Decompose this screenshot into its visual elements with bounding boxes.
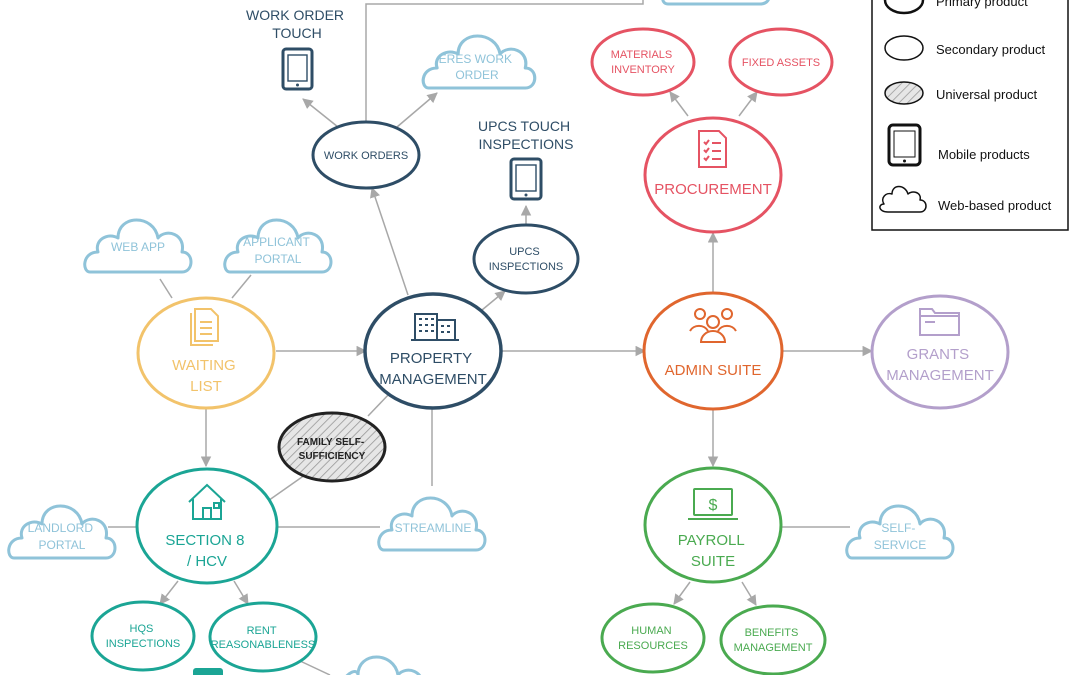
- legend-secondary-label: Secondary product: [936, 42, 1046, 57]
- secondary-product-fixed-assets[interactable]: FIXED ASSETS: [728, 27, 834, 97]
- connector-payroll-to-benefits: [741, 581, 757, 606]
- payroll-suite-label: PAYROLL SUITE: [678, 532, 749, 570]
- secondary-product-hqs-inspections[interactable]: HQS INSPECTIONS: [90, 600, 196, 672]
- cloud-icon: [421, 34, 537, 90]
- connector-property-to-upcs: [481, 290, 506, 311]
- cloud-icon: [223, 218, 333, 274]
- mobile-product-work-order-touch[interactable]: WORK ORDER TOUCH: [246, 7, 348, 91]
- connector-rent-to-bottom: [297, 659, 331, 675]
- admin-suite-label: ADMIN SUITE: [665, 362, 762, 379]
- connector-property-to-fss: [367, 392, 391, 417]
- primary-product-procurement[interactable]: PROCUREMENT: [643, 116, 783, 234]
- secondary-product-human-resources[interactable]: HUMAN RESOURCES: [600, 602, 706, 674]
- connector-payroll-to-hr: [673, 581, 691, 605]
- web-product-landlord-portal[interactable]: [7, 504, 117, 560]
- primary-product-grants-management[interactable]: GRANTS MANAGEMENT: [870, 294, 1010, 410]
- cloud-icon: [845, 504, 955, 560]
- mobile-product-upcs-touch-inspections[interactable]: UPCS TOUCH INSPECTIONS: [478, 118, 574, 201]
- connector-section8-to-hqs: [159, 580, 179, 605]
- document-icon: [190, 308, 219, 346]
- secondary-product-materials-inventory[interactable]: MATERIALS INVENTORY: [590, 27, 696, 97]
- secondary-product-work-orders[interactable]: WORK ORDERS: [311, 120, 421, 190]
- people-icon: [689, 308, 737, 343]
- upcs-inspections-label: UPCS INSPECTIONS: [489, 246, 564, 273]
- legend-primary-label: Primary product: [936, 0, 1028, 9]
- upcs-touch-inspections-label: UPCS TOUCH INSPECTIONS: [478, 118, 574, 152]
- web-app-label: WEB APP: [111, 240, 165, 254]
- legend-universal-symbol: [884, 81, 924, 105]
- connectors: [108, 0, 874, 675]
- legend-web-label: Web-based product: [938, 198, 1052, 213]
- connector-section8-to-rent: [233, 580, 249, 605]
- property-management-label: PROPERTY MANAGEMENT: [379, 350, 487, 388]
- work-order-touch-label: WORK ORDER TOUCH: [246, 7, 348, 41]
- materials-inventory-label: MATERIALS INVENTORY: [611, 49, 676, 76]
- legend-web-symbol: [879, 185, 927, 213]
- rent-reasonableness-label: RENT REASONABLENESS: [211, 625, 316, 651]
- applicant-portal-label: APPLICANT PORTAL: [243, 235, 313, 266]
- fixed-assets-label: FIXED ASSETS: [742, 57, 820, 69]
- connector-procurement-to-materials: [669, 91, 689, 117]
- web-product-self-service[interactable]: [845, 504, 955, 560]
- mobile-product-bottom-partial: [193, 668, 223, 675]
- primary-product-section8[interactable]: SECTION 8 / HCV: [135, 467, 279, 585]
- self-service-label: SELF- SERVICE: [874, 521, 926, 552]
- laptop-dollar-icon: $: [688, 488, 738, 520]
- svg-text:$: $: [709, 497, 718, 514]
- web-product-applicant-portal[interactable]: [223, 218, 333, 274]
- cloud-icon: [345, 655, 421, 675]
- landlord-portal-label: LANDLORD PORTAL: [28, 521, 97, 552]
- legend-primary-symbol: [883, 0, 925, 15]
- connector-waiting-to-applicant: [231, 274, 252, 299]
- legend-universal-label: Universal product: [936, 87, 1038, 102]
- web-product-bottom-partial: [345, 655, 421, 675]
- tablet-icon: [509, 157, 543, 201]
- connector-waiting-to-webapp: [159, 278, 173, 299]
- procurement-label: PROCUREMENT: [654, 181, 772, 198]
- folder-icon: [919, 308, 960, 336]
- web-product-web-app[interactable]: [83, 218, 193, 274]
- legend-mobile-label: Mobile products: [938, 147, 1030, 162]
- house-icon: [188, 483, 226, 520]
- connector-workorders-to-touch: [302, 98, 339, 128]
- web-product-top-partial: [661, 0, 770, 6]
- legend-secondary-symbol: [884, 35, 924, 61]
- hqs-inspections-label: HQS INSPECTIONS: [106, 623, 181, 650]
- building-icon: [411, 313, 459, 341]
- work-orders-label: WORK ORDERS: [324, 150, 408, 162]
- tablet-icon: [281, 47, 314, 91]
- benefits-management-label: BENEFITS MANAGEMENT: [734, 627, 813, 654]
- universal-product-family-self-sufficiency[interactable]: FAMILY SELF- SUFFICIENCY: [277, 411, 387, 483]
- secondary-product-benefits-management[interactable]: BENEFITS MANAGEMENT: [719, 604, 827, 675]
- streamline-label: STREAMLINE: [395, 521, 472, 535]
- eres-work-order-label: ERES WORK ORDER: [439, 52, 516, 82]
- secondary-product-upcs-inspections[interactable]: UPCS INSPECTIONS: [472, 223, 580, 295]
- connector-workorders-to-top: [365, 0, 644, 122]
- primary-product-payroll-suite[interactable]: $ PAYROLL SUITE: [643, 466, 783, 584]
- connector-procurement-to-fixed: [738, 91, 758, 117]
- cloud-icon: [83, 218, 193, 274]
- connector-property-to-workorders: [370, 187, 409, 296]
- secondary-product-rent-reasonableness[interactable]: RENT REASONABLENESS: [208, 601, 318, 673]
- web-product-eres-work-order[interactable]: [421, 34, 537, 90]
- primary-product-admin-suite[interactable]: ADMIN SUITE: [642, 291, 784, 411]
- primary-product-waiting-list[interactable]: WAITING LIST: [136, 296, 276, 410]
- connector-workorders-to-eres: [396, 92, 438, 128]
- human-resources-label: HUMAN RESOURCES: [618, 625, 688, 652]
- family-self-sufficiency-label: FAMILY SELF- SUFFICIENCY: [297, 437, 367, 462]
- cloud-icon: [7, 504, 117, 560]
- web-product-streamline[interactable]: [377, 496, 487, 552]
- grants-management-label: GRANTS MANAGEMENT: [886, 346, 994, 384]
- legend-mobile-symbol: [887, 123, 922, 167]
- section8-label: SECTION 8 / HCV: [165, 532, 248, 570]
- checklist-icon: [698, 130, 727, 168]
- primary-product-property-management[interactable]: PROPERTY MANAGEMENT: [363, 292, 503, 410]
- legend: Primary product Secondary product Univer…: [871, 0, 1069, 231]
- waiting-list-label: WAITING LIST: [172, 357, 240, 395]
- cloud-icon: [377, 496, 487, 552]
- cloud-icon: [661, 0, 770, 6]
